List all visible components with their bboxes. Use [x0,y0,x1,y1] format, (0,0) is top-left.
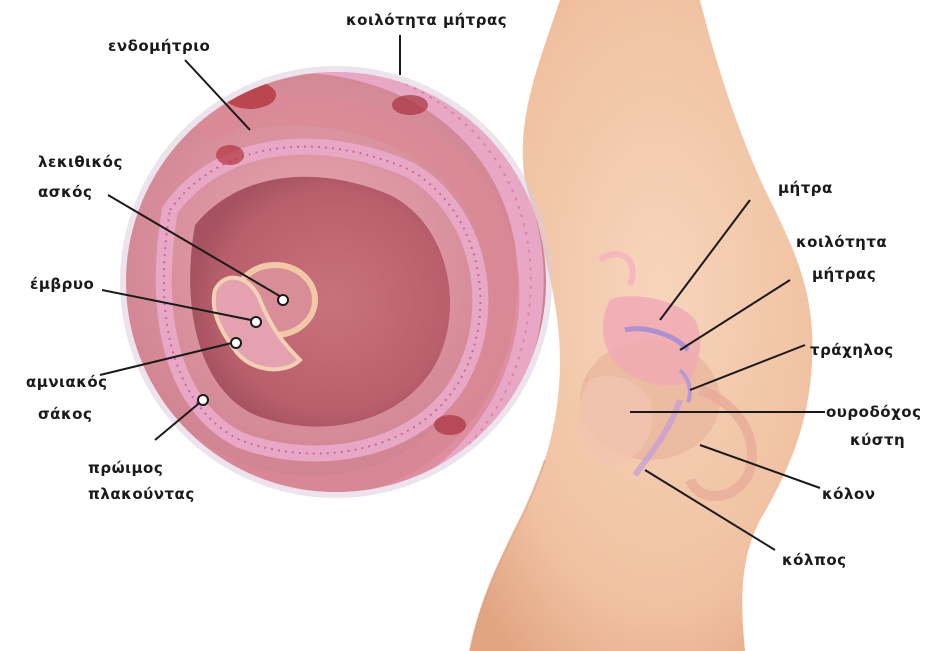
label-yolk-sac-line1: λεκιθικός [38,152,123,172]
dot-embryo [251,317,261,327]
label-vagina: κόλπος [782,550,847,570]
label-early-placenta-line2: πλακούντας [88,484,195,504]
label-bladder-line2: κύστη [850,430,905,450]
magnified-view [120,40,560,520]
label-yolk-sac-line2: ασκός [38,182,92,202]
label-early-placenta-line1: πρώιμος [88,458,163,478]
label-colon: κόλον [822,484,875,504]
label-amniotic-sac-line2: σάκος [38,404,92,424]
label-uterine-cavity-top: κοιλότητα μήτρας [346,10,507,30]
label-embryo: έμβρυο [30,274,94,294]
label-bladder-line1: ουροδόχος [826,402,921,422]
dot-amniotic [231,338,241,348]
label-uterine-cavity-right-line2: μήτρας [812,264,876,284]
label-uterine-cavity-right-line1: κοιλότητα [796,232,887,252]
label-cervix: τράχηλος [810,340,894,360]
label-uterus: μήτρα [778,178,833,198]
label-endometrium: ενδομήτριο [108,36,210,56]
dot-placenta [198,395,208,405]
dot-yolk-sac [278,295,288,305]
label-amniotic-sac-line1: αμνιακός [26,372,108,392]
